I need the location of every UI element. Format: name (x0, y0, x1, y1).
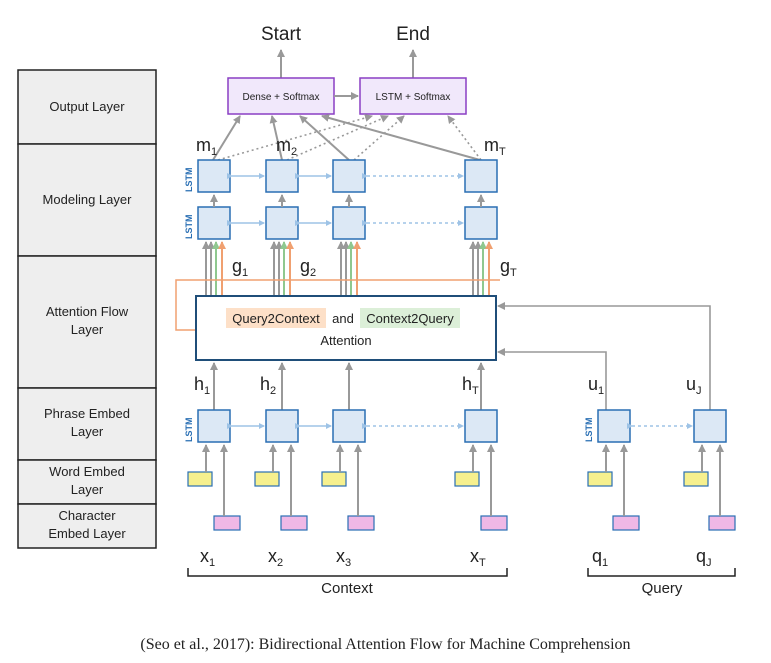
layer-label-phrase-1: Phrase Embed (44, 406, 130, 421)
h-arrows (210, 362, 485, 410)
query-label: Query (642, 580, 683, 597)
output-connections-dense (212, 114, 481, 161)
char-embed-boxes (213, 515, 736, 531)
lstm-tag-model-bottom: LSTM (184, 215, 194, 240)
label-q1: q1 (592, 546, 608, 569)
layer-box-modeling (17, 143, 157, 257)
word-embed-boxes (187, 471, 709, 487)
label-x1: x1 (200, 546, 215, 569)
q2c-highlight (226, 308, 326, 328)
layer-box-phrase (17, 387, 157, 461)
context-brace (187, 568, 508, 577)
layer-label-char-1: Character (58, 508, 116, 523)
label-g1: g1 (232, 256, 248, 279)
and-label: and (332, 311, 354, 326)
modeling-horizontal-arrows (227, 173, 464, 226)
lstm-softmax-box (359, 77, 467, 115)
label-mT: mT (484, 135, 506, 158)
c2q-highlight (360, 308, 460, 328)
label-u1: u1 (588, 374, 604, 397)
layer-label-modeling: Modeling Layer (43, 192, 133, 207)
output-connections-lstm (217, 114, 482, 161)
label-h2: h2 (260, 374, 276, 397)
lstm-tag-phrase-query: LSTM (584, 418, 594, 443)
label-x2: x2 (268, 546, 283, 569)
layer-label-attention-1: Attention Flow (46, 304, 129, 319)
layer-label-char-2: Embed Layer (48, 526, 126, 541)
layer-label-output: Output Layer (49, 99, 125, 114)
modeling-lstm-top (197, 159, 498, 193)
label-m1: m1 (196, 135, 217, 158)
label-gT: gT (500, 256, 517, 279)
label-x3: x3 (336, 546, 351, 569)
q2c-label: Query2Context (232, 311, 320, 326)
layer-label-word-1: Word Embed (49, 464, 125, 479)
layer-label-word-2: Layer (71, 482, 104, 497)
start-label: Start (261, 24, 302, 45)
modeling-vertical-arrows (210, 194, 485, 207)
query-to-attention (497, 302, 711, 410)
label-uJ: uJ (686, 374, 702, 397)
dense-softmax-label: Dense + Softmax (243, 92, 320, 103)
label-g2: g2 (300, 256, 316, 279)
label-h1: h1 (194, 374, 210, 397)
query-brace (587, 568, 736, 577)
label-m2: m2 (276, 135, 297, 158)
lstm-softmax-label: LSTM + Softmax (376, 92, 451, 103)
label-qJ: qJ (696, 546, 712, 569)
embed-arrows (202, 444, 724, 516)
orange-loop (175, 279, 500, 331)
layer-label-phrase-2: Layer (71, 424, 104, 439)
attention-label: Attention (320, 333, 371, 348)
layer-column: Output Layer Modeling Layer Attention Fl… (17, 69, 157, 549)
lstm-tag-phrase-context: LSTM (184, 418, 194, 443)
layer-box-attention (17, 255, 157, 389)
end-label: End (396, 24, 430, 45)
phrase-lstm-query (597, 409, 727, 443)
dense-softmax-box (227, 77, 335, 115)
context-label: Context (321, 580, 374, 597)
layer-box-char (17, 503, 157, 549)
g-arrows (202, 241, 493, 296)
lstm-tag-model-top: LSTM (184, 168, 194, 193)
label-xT: xT (470, 546, 486, 569)
layer-label-attention-2: Layer (71, 322, 104, 337)
label-hT: hT (462, 374, 479, 397)
layer-box-output (17, 69, 157, 145)
c2q-label: Context2Query (366, 311, 454, 326)
figure-caption: (Seo et al., 2017): Bidirectional Attent… (140, 636, 631, 653)
